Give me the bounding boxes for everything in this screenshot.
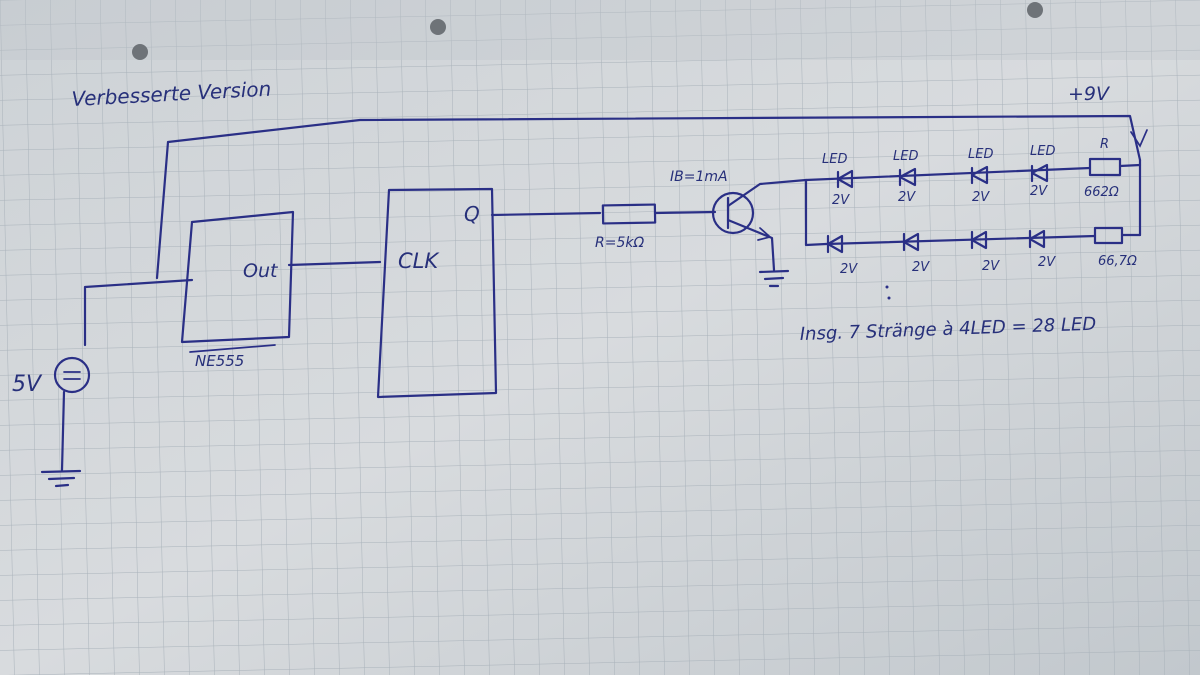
row1-led-label-3: LED [968,147,993,162]
row1-voltage-3: 2V [972,190,990,205]
row1-resistor-label: R [1100,137,1109,152]
row1-led-2 [898,167,917,187]
row2-resistor [1093,226,1124,245]
row1-resistor-value: 662Ω [1084,185,1119,200]
ground-symbol-left [40,469,82,488]
row1-voltage-2: 2V [898,190,916,205]
base-resistor-label: R=5kΩ [595,235,644,251]
source-label: 5V [12,372,43,397]
row1-led-1 [836,169,854,189]
ground-wire [60,390,66,472]
row2-voltage-3: 2V [982,259,1000,274]
q-output-wire [490,211,602,217]
source-wire [83,278,194,347]
counter-clk-pin: CLK [398,249,440,273]
counter-chip [376,187,498,399]
emitter-wire [726,218,776,272]
row2-voltage-2: 2V [912,260,930,275]
punch-hole [430,19,446,35]
supply-arrow [1130,129,1148,148]
collector-wire [726,178,808,208]
row1-wire [804,163,1142,182]
supply-label-top: +9V [1068,83,1111,105]
ground-symbol-right [758,269,790,288]
row1-voltage-4: 2V [1030,184,1048,199]
row2-voltage-1: 2V [840,262,858,277]
supply-rail [155,114,1142,280]
clock-wire [287,260,382,267]
row2-led-4 [1028,229,1046,249]
timer-label-underline [189,344,276,353]
row1-voltage-1: 2V [832,193,850,208]
counter-q-pin: Q [464,202,480,226]
row1-led-3 [970,165,989,185]
timer-out-pin: Out [243,260,279,282]
punch-hole [132,44,148,60]
timer-chip [180,210,295,344]
row2-wire [824,233,1142,246]
row2-resistor-value: 66,7Ω [1098,254,1137,269]
emitter-arrow [757,227,772,241]
timer-chip-label: NE555 [195,352,244,370]
punch-hole [1027,2,1043,18]
transistor [711,191,755,235]
row2-voltage-4: 2V [1038,255,1056,270]
source-symbol [63,371,81,380]
row1-led-4 [1030,163,1049,183]
row2-led-2 [902,232,920,252]
row1-led-label-2: LED [893,149,918,164]
row1-led-label-4: LED [1030,144,1055,159]
base-current-label: IB=1mA [670,169,728,185]
branch-spine [804,178,828,247]
row1-resistor [1088,157,1122,177]
row2-led-1 [826,234,844,254]
row1-led-label-1: LED [822,152,847,167]
row2-led-3 [970,230,988,250]
voltage-source [53,356,91,394]
base-wire [653,210,717,215]
